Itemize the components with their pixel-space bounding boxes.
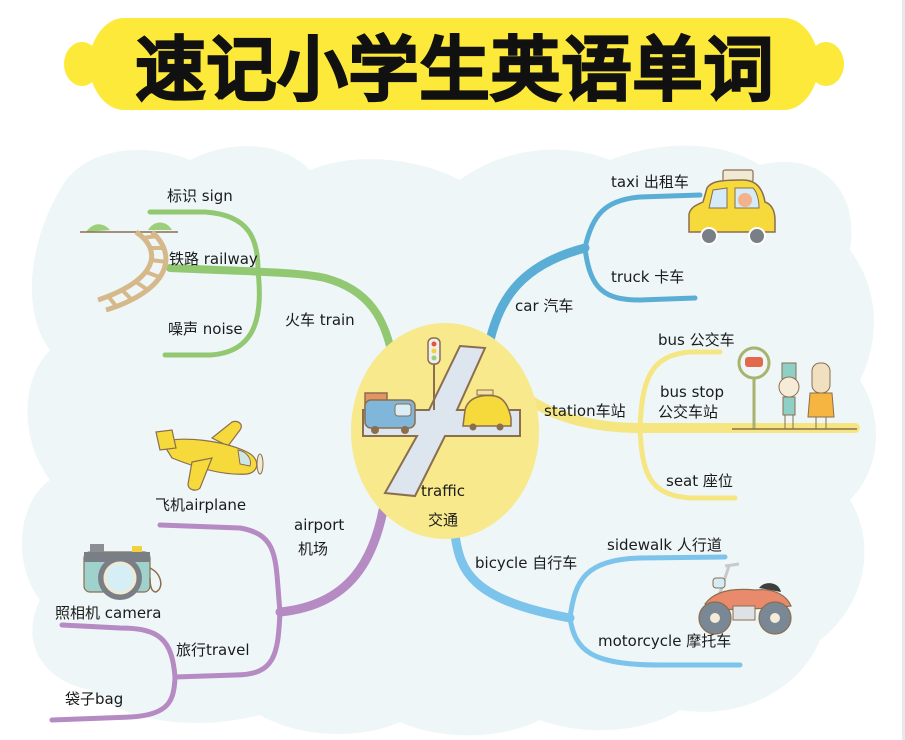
airplane-icon bbox=[155, 420, 264, 491]
crossroad-traffic-icon bbox=[362, 337, 521, 498]
node-airplane: 飞机airplane bbox=[155, 496, 247, 514]
branch-airport-label-zh: 机场 bbox=[298, 540, 329, 558]
branch-bicycle-label: bicycle 自行车 bbox=[475, 554, 578, 572]
node-sign: 标识 sign bbox=[167, 187, 233, 205]
branch-station-label: station车站 bbox=[544, 402, 626, 420]
node-bus-stop-zh: 公交车站 bbox=[658, 403, 719, 421]
taxi-icon bbox=[688, 169, 776, 245]
branch-car-label: car 汽车 bbox=[515, 297, 574, 315]
node-motorcycle: motorcycle 摩托车 bbox=[598, 632, 732, 650]
branch-train-label: 火车 train bbox=[285, 311, 355, 329]
page-border bbox=[902, 0, 905, 740]
node-bus-stop-en: bus stop bbox=[660, 383, 725, 401]
motorcycle-icon bbox=[698, 562, 792, 635]
railway-track-icon bbox=[80, 222, 178, 312]
node-sidewalk: sidewalk 人行道 bbox=[607, 536, 722, 554]
node-taxi: taxi 出租车 bbox=[611, 173, 689, 191]
branch-airport-label-en: airport bbox=[294, 516, 345, 534]
node-seat: seat 座位 bbox=[666, 472, 733, 490]
page-title: 速记小学生英语单词 bbox=[135, 28, 775, 112]
center-label-zh: 交通 bbox=[427, 511, 458, 529]
node-truck: truck 卡车 bbox=[611, 268, 685, 286]
title-banner bbox=[64, 18, 844, 110]
node-camera: 照相机 camera bbox=[55, 604, 162, 622]
node-travel: 旅行travel bbox=[176, 641, 250, 659]
center-node-traffic bbox=[351, 323, 539, 539]
bus-stop-people-icon bbox=[732, 346, 857, 430]
node-noise: 噪声 noise bbox=[168, 320, 243, 338]
node-railway: 铁路 railway bbox=[169, 250, 258, 268]
center-label-en: traffic bbox=[421, 482, 465, 500]
camera-icon bbox=[83, 544, 162, 600]
node-bag: 袋子bag bbox=[65, 690, 124, 708]
node-bus: bus 公交车 bbox=[658, 331, 735, 349]
